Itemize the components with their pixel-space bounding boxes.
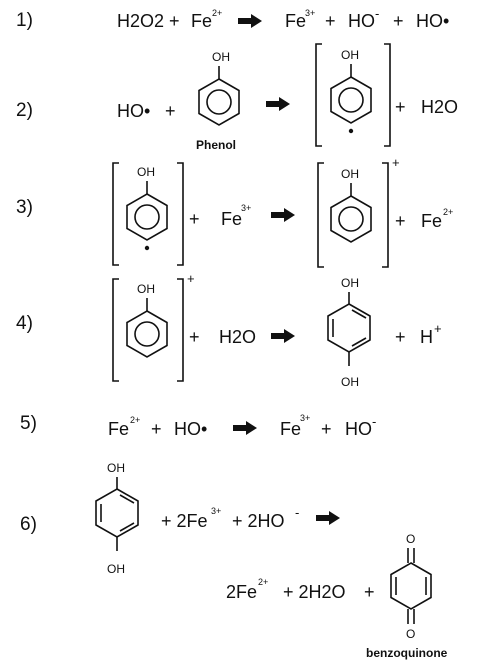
r2-radical-oh: OH [341,48,359,62]
r1-hydroxide: HO [348,11,375,31]
r4-proton-charge: + [434,321,442,336]
r5-hydroxide-charge: - [372,414,377,429]
r2-water: H2O [421,97,459,117]
r1-plus-1: + [169,11,180,31]
r5-plus-2: + [321,419,332,439]
r4-hydroquinone-oh-top: OH [341,276,359,290]
r6-iron-term: + 2Fe [161,511,208,531]
r3-cation-oh: OH [341,167,359,181]
r2-phenoxy-radical-ring [330,64,372,134]
r4-proton: H [420,327,433,347]
r2-hydroxyl-radical: HO• [117,101,151,121]
r1-plus-2: + [325,11,336,31]
r6-hydroquinone-ring [95,477,139,551]
r6-water-term: + 2H2O [283,582,346,602]
r5-hydroxyl-radical: HO• [174,419,208,439]
r4-reactant-brackets [112,278,184,382]
r3-reaction-arrow [271,208,295,222]
r6-benzoquinone-o-bottom: O [406,627,416,641]
r3-reactant-brackets [112,162,184,266]
r1-fe3-charge: 3+ [305,8,316,18]
step-3-label: 3) [16,197,33,218]
r1-fe-charge: 2+ [212,8,223,18]
r3-fe2-charge: 2+ [443,207,454,217]
r6-iron-product-term: 2Fe [226,582,258,602]
r3-fe2: Fe [421,211,443,231]
step-1-label: 1) [16,10,33,31]
r5-fe: Fe [108,419,130,439]
r1-hydroxyl-radical: HO• [416,11,450,31]
r3-phenoxy-radical-ring [126,181,168,251]
step-4-label: 4) [16,313,33,334]
r3-fe3-charge: 3+ [241,203,252,213]
r2-plus-1: + [165,101,176,121]
r4-reaction-arrow [271,329,295,343]
r4-plus-2: + [395,327,406,347]
r6-reaction-arrow [316,511,340,525]
r6-hydroquinone-oh-top: OH [107,461,125,475]
r3-radical-oh: OH [137,165,155,179]
r4-hydroquinone-oh-bottom: OH [341,375,359,389]
r6-benzoquinone-ring [390,548,432,624]
r2-phenol-label: Phenol [196,138,237,152]
r5-fe3-charge: 3+ [300,413,311,423]
r6-benzoquinone-o-top: O [406,532,416,546]
r4-plus-1: + [189,327,200,347]
step-5-label: 5) [20,413,37,434]
r4-cation-charge: + [187,271,195,286]
r2-reaction-arrow [266,97,290,111]
r2-plus-2: + [395,97,406,117]
r5-plus-1: + [151,419,162,439]
r1-fe: Fe [191,11,213,31]
r6-hydroquinone-oh-bottom: OH [107,562,125,576]
r3-plus-2: + [395,211,406,231]
r4-cation-oh: OH [137,282,155,296]
step-2-label: 2) [16,100,33,121]
r1-fe3: Fe [285,11,307,31]
r4-water: H2O [219,327,257,347]
step-6-label: 6) [20,514,37,535]
r1-h2o2: H2O2 [117,11,165,31]
r3-fe3: Fe [221,209,243,229]
r3-phenol-cation-ring [330,183,372,243]
r2-phenol-ring [198,66,240,126]
r2-phenol-oh: OH [212,50,230,64]
r1-plus-3: + [393,11,404,31]
r6-iron-charge: 3+ [211,506,222,516]
r6-benzoquinone-label: benzoquinone [366,646,448,660]
r5-fe-charge: 2+ [130,415,141,425]
r3-product-brackets [317,162,389,268]
r1-hydroxide-charge: - [375,6,380,21]
r5-reaction-arrow [233,421,257,435]
r2-product-brackets [315,43,391,147]
r5-hydroxide: HO [345,419,372,439]
r4-hydroquinone-ring [327,292,371,366]
r1-reaction-arrow [238,14,262,28]
r6-hydroxide-charge: - [295,505,300,520]
r6-hydroxide-term: + 2HO [232,511,285,531]
r4-phenol-cation-ring [126,298,168,358]
r3-plus-1: + [189,209,200,229]
r6-plus: + [364,582,375,602]
r6-iron-product-charge: 2+ [258,577,269,587]
r5-fe3: Fe [280,419,302,439]
r3-cation-charge: + [392,155,400,170]
